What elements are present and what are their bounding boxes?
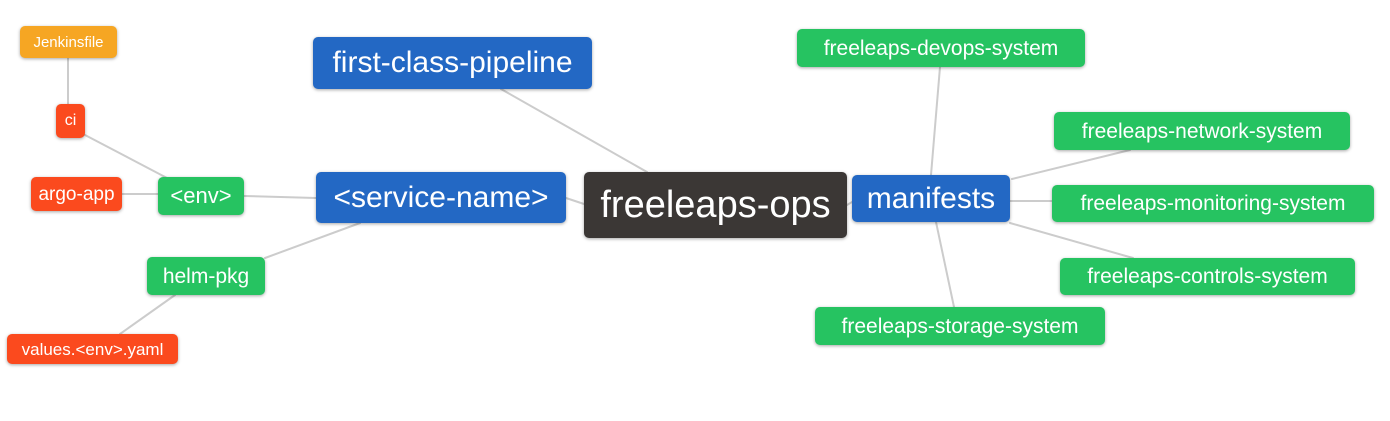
node-jenkinsfile[interactable]: Jenkinsfile <box>20 26 117 58</box>
node-freeleaps-controls-system[interactable]: freeleaps-controls-system <box>1060 258 1355 295</box>
node-ci[interactable]: ci <box>56 104 85 138</box>
node-freeleaps-devops-system[interactable]: freeleaps-devops-system <box>797 29 1085 67</box>
edge-manifests-storage <box>935 221 955 308</box>
edge-helmpkg-valuesyaml <box>119 294 176 335</box>
edge-ci-env <box>84 134 168 179</box>
edge-manifests-controls <box>1009 222 1134 259</box>
edge-helmpkg-servicename <box>264 222 361 259</box>
node-freeleaps-network-system[interactable]: freeleaps-network-system <box>1054 112 1350 150</box>
node-first-class-pipeline[interactable]: first-class-pipeline <box>313 37 592 89</box>
node-values-env-yaml[interactable]: values.<env>.yaml <box>7 334 178 364</box>
edge-manifests-devops <box>930 66 941 176</box>
edge-ops-manifests <box>846 201 853 206</box>
node-env[interactable]: <env> <box>158 177 244 215</box>
node-argo-app[interactable]: argo-app <box>31 177 122 211</box>
node-manifests[interactable]: manifests <box>852 175 1010 222</box>
edge-env-servicename <box>243 195 317 199</box>
edge-manifests-network <box>1011 149 1131 180</box>
node-helm-pkg[interactable]: helm-pkg <box>147 257 265 295</box>
node-service-name[interactable]: <service-name> <box>316 172 566 223</box>
node-freeleaps-ops[interactable]: freeleaps-ops <box>584 172 847 238</box>
node-freeleaps-storage-system[interactable]: freeleaps-storage-system <box>815 307 1105 345</box>
edge-servicename-ops <box>565 197 585 205</box>
node-freeleaps-monitoring-system[interactable]: freeleaps-monitoring-system <box>1052 185 1374 222</box>
edge-pipeline-ops <box>500 88 648 173</box>
